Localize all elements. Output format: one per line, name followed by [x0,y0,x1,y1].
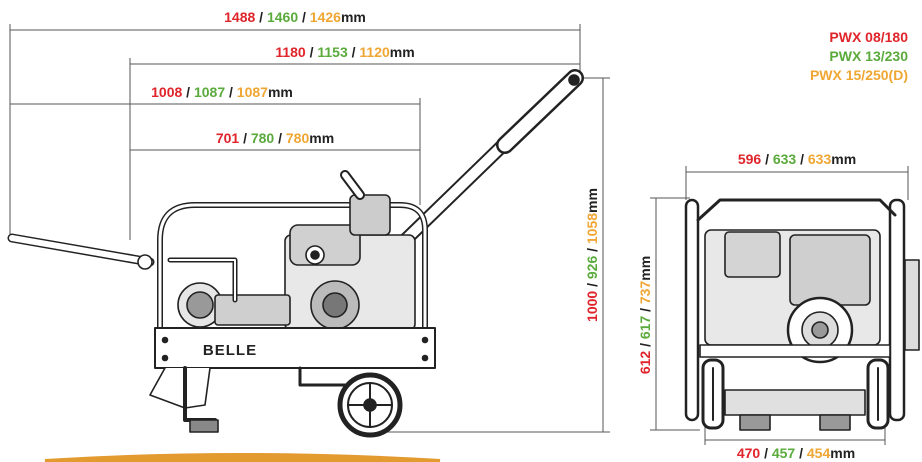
foot-stand [189,419,219,433]
lower-frame [149,367,211,409]
dim-frame-length: 1008 / 1087 / 1087mm [151,84,293,100]
dim-overall-length: 1488 / 1460 / 1426mm [224,9,366,25]
chassis-plate [154,327,436,369]
dimension-lines [9,24,909,445]
legend-model-1: PWX 08/180 [829,29,908,45]
left-frame-bar [684,198,700,422]
dim-handle-length: 1180 / 1153 / 1120mm [275,44,414,60]
dim-base-width: 470 / 457 / 454mm [737,445,855,461]
dim-frame-height: 612 / 617 / 737mm [637,256,653,374]
legend-model-2: PWX 13/230 [829,48,908,64]
dim-overall-height: 1000 / 926 / 1058mm [584,188,600,322]
side-view-machine: BELLE [7,69,584,438]
front-view-machine [684,198,920,431]
dim-top-width: 596 / 633 / 633mm [738,151,856,167]
dim-body-length: 701 / 780 / 780mm [216,130,334,146]
pump-unit [214,294,291,326]
legend-model-3: PWX 15/250(D) [810,67,908,83]
model-legend: PWX 08/180 PWX 13/230 PWX 15/250(D) [810,29,908,83]
right-frame-bar [888,198,906,422]
rear-handle-knob [137,254,153,270]
front-base [699,344,891,358]
brand-label: BELLE [203,342,257,359]
